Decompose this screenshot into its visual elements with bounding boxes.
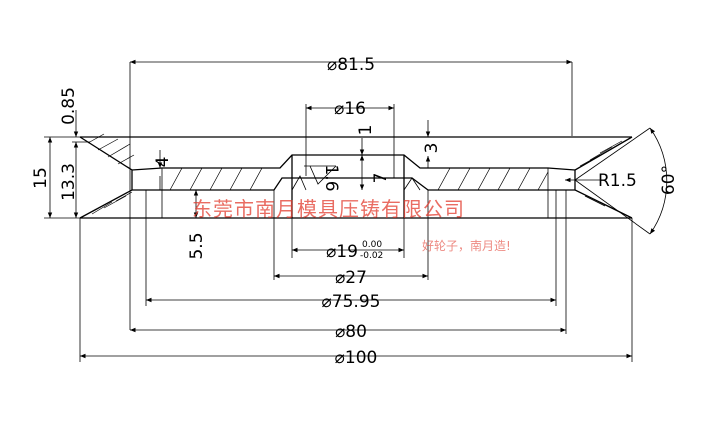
label-d100: ⌀100 [335, 348, 378, 368]
label-h7: 7 [371, 173, 391, 184]
dim-r1-5: R1.5 [565, 171, 637, 191]
watermark-slogan: 好轮子，南月造! [422, 238, 511, 253]
dim-d80: ⌀80 [130, 190, 567, 342]
label-d80: ⌀80 [335, 322, 367, 342]
dim-d100: ⌀100 [79, 218, 633, 368]
label-h4: 4 [153, 157, 173, 168]
section-hatching [87, 133, 623, 215]
label-angle-60: 60° [659, 165, 679, 195]
label-d16: ⌀16 [334, 99, 366, 119]
dim-d27: ⌀27 [273, 218, 429, 288]
dim-angle-60: 60° [574, 127, 679, 235]
label-r1-5: R1.5 [598, 171, 637, 191]
dim-h1: 1 [356, 125, 376, 155]
dim-h5-5: 5.5 [187, 190, 207, 260]
label-h5-5: 5.5 [187, 232, 207, 259]
label-h1: 1 [356, 125, 376, 136]
label-d27: ⌀27 [335, 268, 367, 288]
dim-h0-85: 0.85 [59, 87, 79, 137]
dim-d19: ⌀19 0.00 -0.02 [291, 218, 405, 262]
dim-d16: ⌀16 [305, 99, 395, 178]
dim-h3: 3 [422, 120, 442, 168]
dim-h15: 15 [31, 136, 80, 219]
dim-h7: 7 [359, 155, 391, 190]
label-d75-95: ⌀75.95 [322, 292, 381, 312]
surface-finish-symbol: 1.6 [304, 164, 341, 192]
label-d19-tol-lower: -0.02 [360, 251, 383, 261]
label-h15: 15 [31, 167, 51, 189]
dim-d81-5: ⌀81.5 [129, 55, 573, 330]
label-h13-3: 13.3 [59, 163, 79, 201]
dim-d75-95: ⌀75.95 [145, 190, 557, 312]
watermark-company: 东莞市南月模具压铸有限公司 [192, 197, 465, 221]
label-d19-tol-upper: 0.00 [362, 240, 382, 250]
label-h0-85: 0.85 [59, 87, 79, 125]
label-d81-5: ⌀81.5 [327, 55, 375, 75]
label-h3: 3 [422, 143, 442, 154]
dim-h4: 4 [153, 150, 173, 190]
dim-h13-3: 13.3 [59, 141, 90, 218]
label-surface: 1.6 [321, 164, 341, 191]
label-d19: ⌀19 [326, 242, 358, 262]
